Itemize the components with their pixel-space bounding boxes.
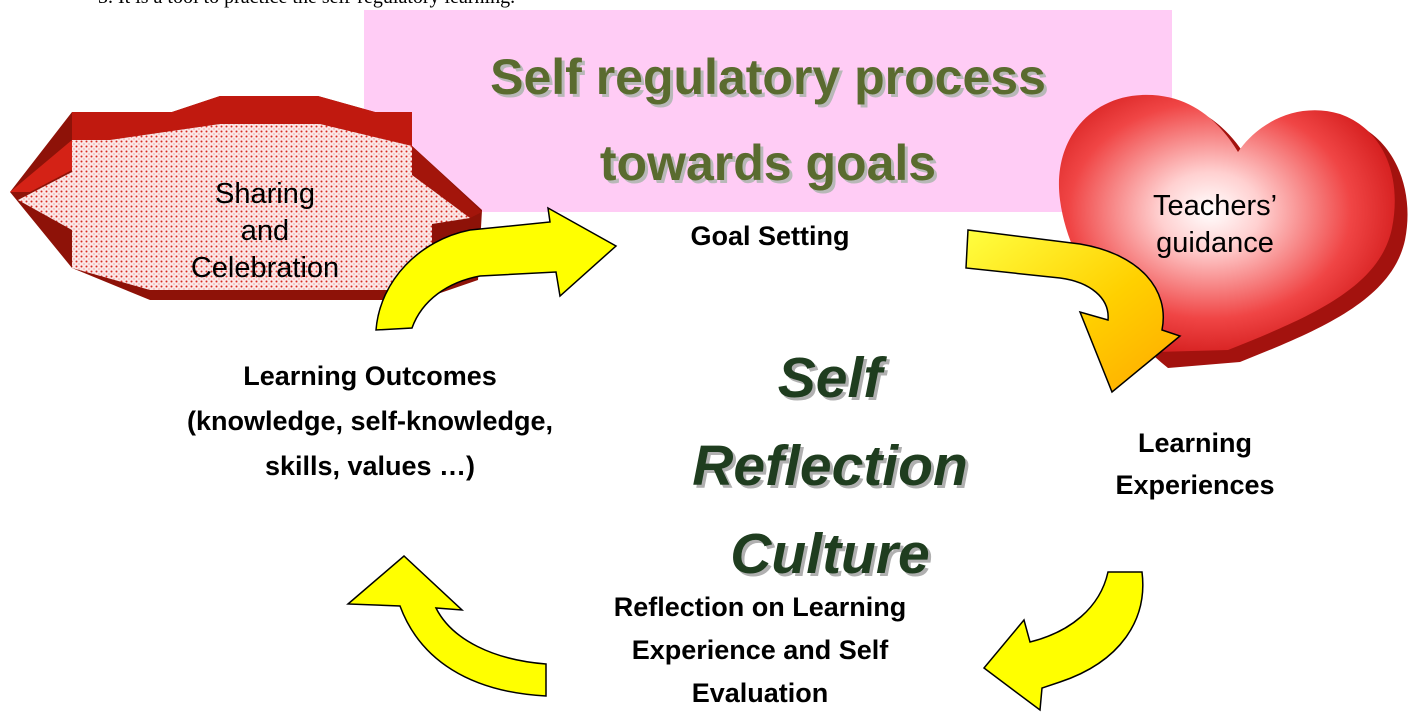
node-learning-experiences: Learning Experiences (1030, 422, 1360, 506)
sharing-celebration-burst (10, 96, 482, 300)
reflection-line-1: Reflection on Learning (613, 592, 907, 622)
learning-outcomes-line-2: (knowledge, self-knowledge, (186, 406, 554, 436)
learning-experiences-line-2: Experiences (1115, 470, 1275, 500)
title-line-2: towards goals (599, 135, 937, 191)
heart-line-2: guidance (1156, 227, 1274, 259)
arrow-reflection-to-outcomes (346, 554, 547, 697)
node-goal-setting: Goal Setting (690, 221, 850, 251)
intro-text-line: 3. It is a tool to practice the self-reg… (98, 0, 515, 9)
learning-experiences-line-1: Learning (1137, 428, 1252, 458)
learning-outcomes-line-3: skills, values …) (264, 451, 476, 481)
reflection-line-2: Experience and Self (631, 635, 889, 665)
center-line-1: Self (777, 346, 883, 410)
title-line-1: Self regulatory process (490, 49, 1046, 105)
center-line-2: Reflection (692, 434, 968, 498)
node-learning-outcomes: Learning Outcomes (knowledge, self-knowl… (100, 354, 640, 489)
arrow-goal-to-experiences (965, 229, 1182, 394)
center-line-3: Culture (730, 522, 930, 586)
arrow-experiences-to-reflection (982, 571, 1144, 712)
center-theme: Self Reflection Culture (640, 334, 1020, 598)
arrow-outcomes-to-goal (375, 206, 618, 331)
diagram-title: Self regulatory process towards goals (364, 34, 1172, 206)
burst-label: Sharing and Celebration (150, 176, 380, 290)
node-reflection: Reflection on Learning Experience and Se… (540, 586, 980, 715)
reflection-line-3: Evaluation (691, 678, 829, 708)
burst-line-3: Celebration (190, 252, 340, 284)
learning-outcomes-line-1: Learning Outcomes (243, 361, 497, 391)
burst-line-2: and (240, 215, 290, 247)
burst-line-1: Sharing (215, 178, 315, 210)
title-banner (364, 10, 1172, 212)
heart-line-1: Teachers’ (1152, 190, 1278, 222)
heart-label: Teachers’ guidance (1090, 188, 1340, 262)
